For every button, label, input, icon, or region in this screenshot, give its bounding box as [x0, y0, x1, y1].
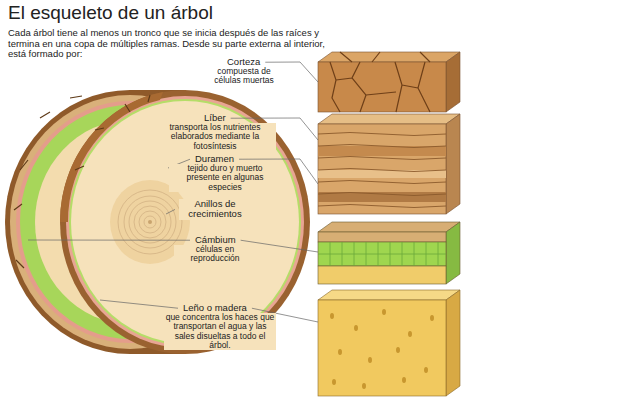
null — [362, 383, 366, 389]
phloem-block — [318, 133, 446, 208]
null — [338, 349, 342, 355]
null — [430, 315, 434, 321]
null — [402, 377, 406, 383]
wood-block — [318, 290, 460, 300]
part-name: Anillos de crecimientos — [179, 199, 251, 220]
part-name: Corteza — [226, 57, 261, 67]
leader-lines — [28, 62, 318, 322]
phloem-block — [318, 114, 460, 214]
growth-rings — [139, 211, 161, 233]
null — [368, 357, 372, 363]
null — [382, 309, 386, 315]
part-description: células en reproducción — [174, 245, 256, 264]
trunk-face — [69, 99, 301, 345]
part-name: Cámbium — [194, 235, 237, 245]
cambium-block — [318, 266, 446, 284]
bark-block — [318, 52, 460, 62]
phloem-block — [318, 114, 460, 124]
part-name: Líber — [203, 113, 227, 123]
trunk-face — [60, 90, 310, 354]
part-description: que concentra los haces que transportan … — [164, 313, 276, 350]
intro-text: Cada árbol tiene al menos un tronco que … — [8, 28, 326, 60]
wood-block — [318, 300, 446, 396]
null — [354, 325, 358, 331]
bark-block — [330, 52, 430, 112]
cambium-block — [318, 242, 446, 266]
growth-rings — [144, 216, 156, 228]
null — [330, 313, 334, 319]
leader-lines — [100, 300, 178, 308]
null — [396, 347, 400, 353]
leader-lines — [166, 209, 175, 214]
part-name: Duramen — [194, 154, 235, 164]
part-description: tejido duro y muerto presente en algunas… — [169, 164, 281, 192]
title: El esqueleto de un árbol — [8, 3, 213, 24]
bark-block — [446, 52, 460, 112]
cambium-block — [318, 242, 446, 266]
leader-lines — [28, 240, 190, 241]
null — [332, 379, 336, 385]
cambium-block — [318, 222, 460, 284]
phloem-block — [318, 192, 446, 202]
part-description: compuesta de células muertas — [203, 67, 285, 86]
trunk-face — [71, 101, 299, 343]
cambium-block — [318, 232, 446, 242]
wood-block — [318, 290, 460, 396]
phloem-block — [318, 124, 446, 214]
cambium-block — [318, 222, 460, 232]
growth-rings — [134, 206, 166, 238]
null — [424, 367, 428, 373]
null — [408, 331, 412, 337]
trunk-face — [60, 90, 310, 354]
part-description: transporta los nutrientes elaborados med… — [154, 123, 276, 151]
growth-rings — [118, 190, 182, 254]
growth-rings — [129, 201, 171, 243]
growth-rings — [148, 220, 152, 224]
wood-block — [446, 290, 460, 396]
trunk-face — [75, 95, 150, 170]
null — [330, 309, 434, 389]
bark-block — [318, 52, 460, 112]
phloem-block — [446, 114, 460, 214]
part-name: Leño o madera — [182, 303, 248, 313]
cambium-block — [446, 222, 460, 284]
